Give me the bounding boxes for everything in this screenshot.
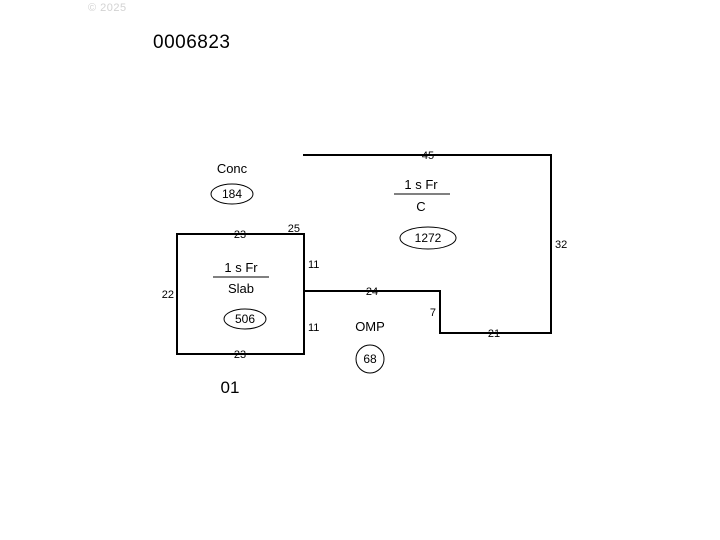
dim-left-structure-right-lower: 11 [308,322,319,334]
concrete-area-label: Conc [217,161,248,176]
right-structure-area-ring [399,226,457,250]
dim-right-structure-bottom-left: 24 [366,286,378,298]
left-structure-area-ring [223,308,267,330]
dim-right-structure-top: 45 [422,150,434,162]
dim-right-structure-right: 32 [555,239,567,251]
dim-left-structure-left: 22 [162,289,174,301]
right-structure-label: 1 s Fr [404,177,438,192]
open-masonry-porch-value: 68 [363,352,377,366]
dim-left-structure-right-upper: 11 [308,259,319,271]
open-masonry-porch-label: OMP [355,319,385,334]
right-structure-area: 1272 [415,231,442,245]
concrete-area-value: 184 [222,187,242,201]
dim-right-structure-notch: 7 [430,307,436,319]
open-masonry-porch-ring [355,344,385,374]
dim-left-structure-bottom: 23 [234,349,246,361]
section-id-label: 01 [221,378,240,397]
concrete-area-ring [210,183,254,205]
right-structure-outline [303,154,552,334]
left-structure-outline [176,233,305,355]
copyright-watermark: © 2025 [88,2,127,14]
parcel-id-label: 0006823 [153,32,231,53]
dim-left-structure-top: 23 [234,229,246,241]
right-structure-sub-label: C [416,199,425,214]
dim-right-structure-bottom-right: 21 [488,328,500,340]
left-structure-label: 1 s Fr [224,260,258,275]
dim-right-structure-left-upper: 25 [288,223,300,235]
left-structure-area: 506 [235,312,255,326]
left-structure-sub-label: Slab [228,281,254,296]
